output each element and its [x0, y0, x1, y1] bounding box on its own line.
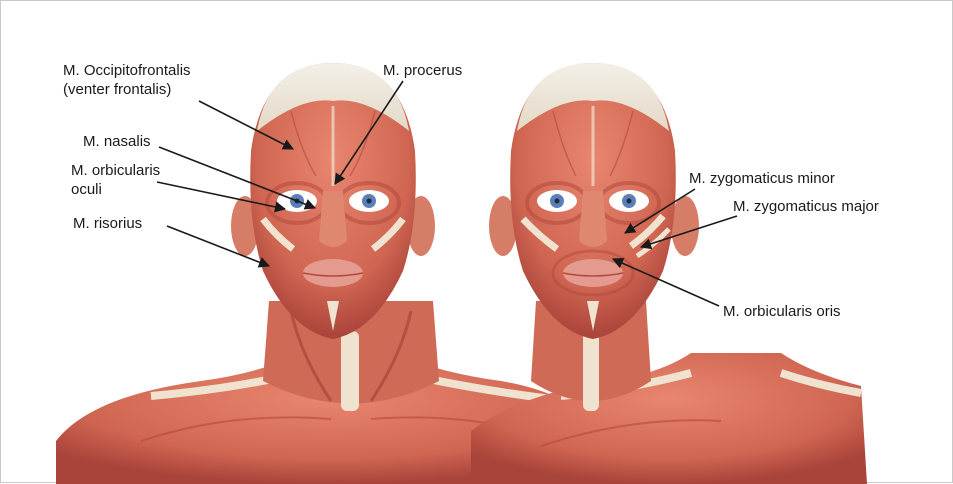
- label-occipitofrontalis-line2: (venter frontalis): [63, 80, 191, 99]
- label-procerus: M. procerus: [383, 61, 462, 80]
- label-zygomaticus-major: M. zygomaticus major: [733, 197, 879, 216]
- label-nasalis: M. nasalis: [83, 132, 151, 151]
- label-orbicularis-oculi-line1: M. orbicularis: [71, 161, 160, 180]
- label-risorius: M. risorius: [73, 214, 142, 233]
- label-orbicularis-oculi-line2: oculi: [71, 180, 160, 199]
- right-head-figure: [471, 63, 867, 484]
- label-occipitofrontalis-line1: M. Occipitofrontalis: [63, 61, 191, 80]
- label-zygomaticus-minor: M. zygomaticus minor: [689, 169, 835, 188]
- label-orbicularis-oculi: M. orbicularis oculi: [71, 161, 160, 199]
- label-occipitofrontalis: M. Occipitofrontalis (venter frontalis): [63, 61, 191, 99]
- label-orbicularis-oris: M. orbicularis oris: [723, 302, 841, 321]
